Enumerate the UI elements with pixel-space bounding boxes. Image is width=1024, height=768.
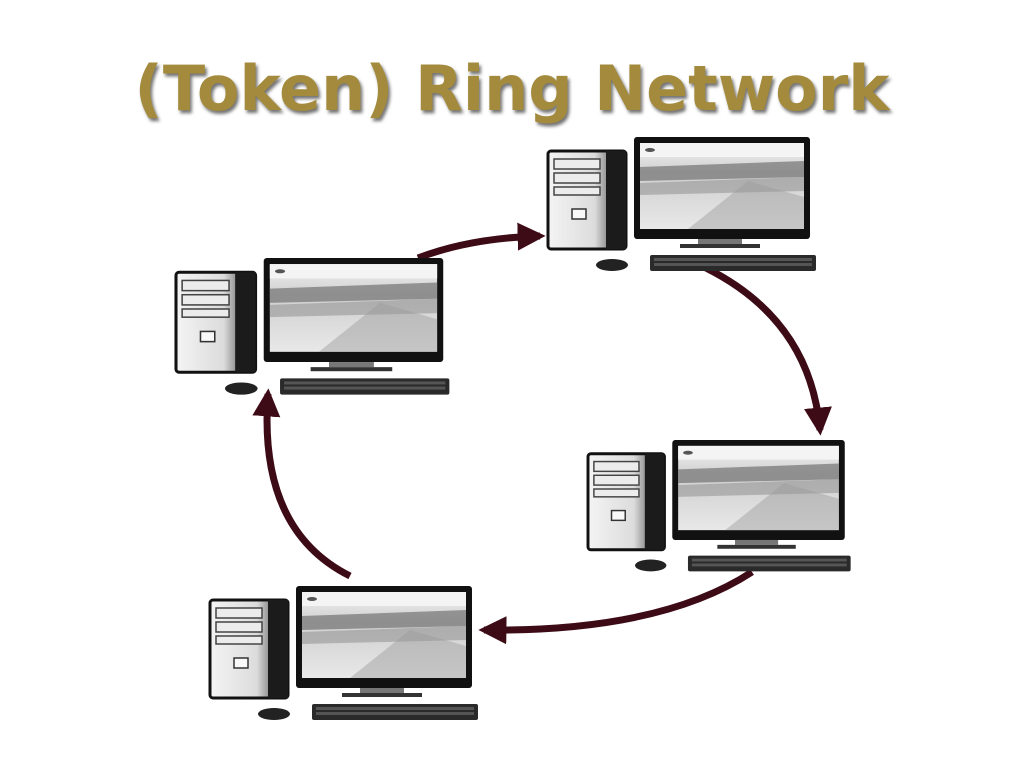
computer-top-right-icon — [546, 135, 818, 273]
computer-right-icon — [586, 438, 853, 573]
link-left-to-top-right-arrow — [416, 222, 546, 262]
link-right-to-bottom-left-arrow — [478, 569, 754, 645]
computer-bottom-left-icon — [208, 584, 480, 722]
computer-left-icon — [174, 256, 451, 397]
link-top-right-to-right-arrow — [704, 264, 832, 436]
slide-title: (Token) Ring Network — [134, 52, 890, 125]
link-bottom-left-to-left-arrow — [252, 388, 352, 580]
